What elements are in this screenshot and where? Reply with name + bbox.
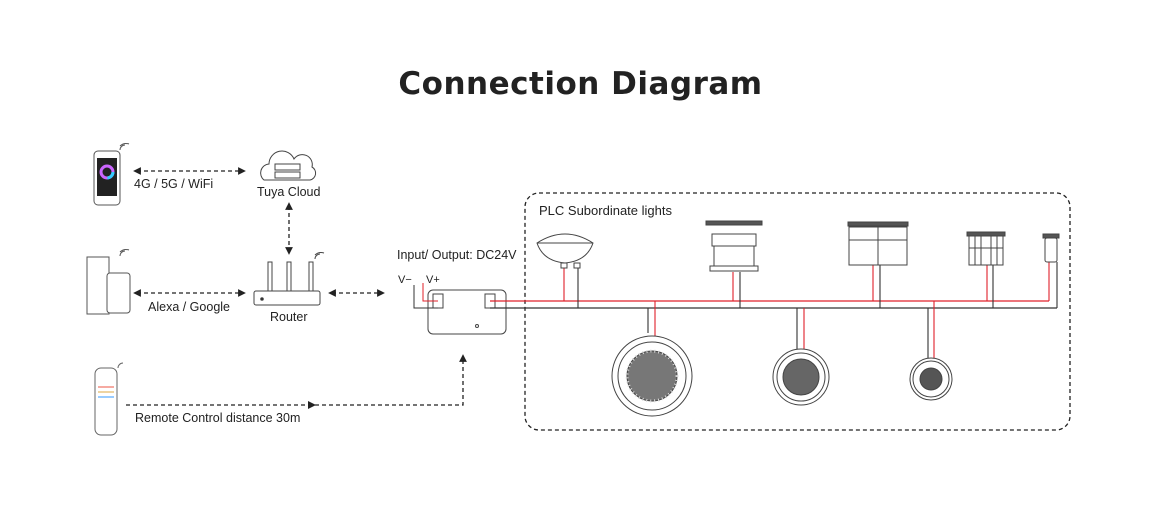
arrow-remote-controller — [126, 354, 467, 406]
plc-group-label: PLC Subordinate lights — [539, 203, 672, 218]
power-label: Input/ Output: DC24V — [397, 248, 517, 262]
par-lamp-light — [536, 233, 594, 269]
network-label: 4G / 5G / WiFi — [134, 177, 214, 191]
router-icon — [253, 252, 325, 306]
square-deck-light — [847, 221, 909, 266]
small-round-pool-light — [909, 357, 953, 401]
cloud-label: Tuya Cloud — [257, 185, 321, 199]
medium-round-pool-light — [772, 348, 830, 406]
smartphone-icon — [93, 143, 130, 206]
grille-deck-light — [966, 231, 1006, 266]
plc-controller — [413, 283, 507, 335]
v-plus-label: V+ — [426, 274, 440, 286]
inground-spot-light — [705, 220, 763, 272]
mini-bollard-light — [1042, 233, 1060, 263]
smart-speaker-icon — [86, 249, 131, 315]
cloud-icon — [260, 150, 317, 181]
v-minus-label: V− — [398, 274, 412, 286]
voice-assistant-label: Alexa / Google — [148, 300, 230, 314]
remote-control-icon — [94, 362, 124, 436]
remote-label: Remote Control distance 30m — [135, 411, 301, 425]
router-label: Router — [270, 310, 308, 324]
page-title: Connection Diagram — [398, 66, 763, 102]
large-round-pool-light — [611, 335, 693, 417]
